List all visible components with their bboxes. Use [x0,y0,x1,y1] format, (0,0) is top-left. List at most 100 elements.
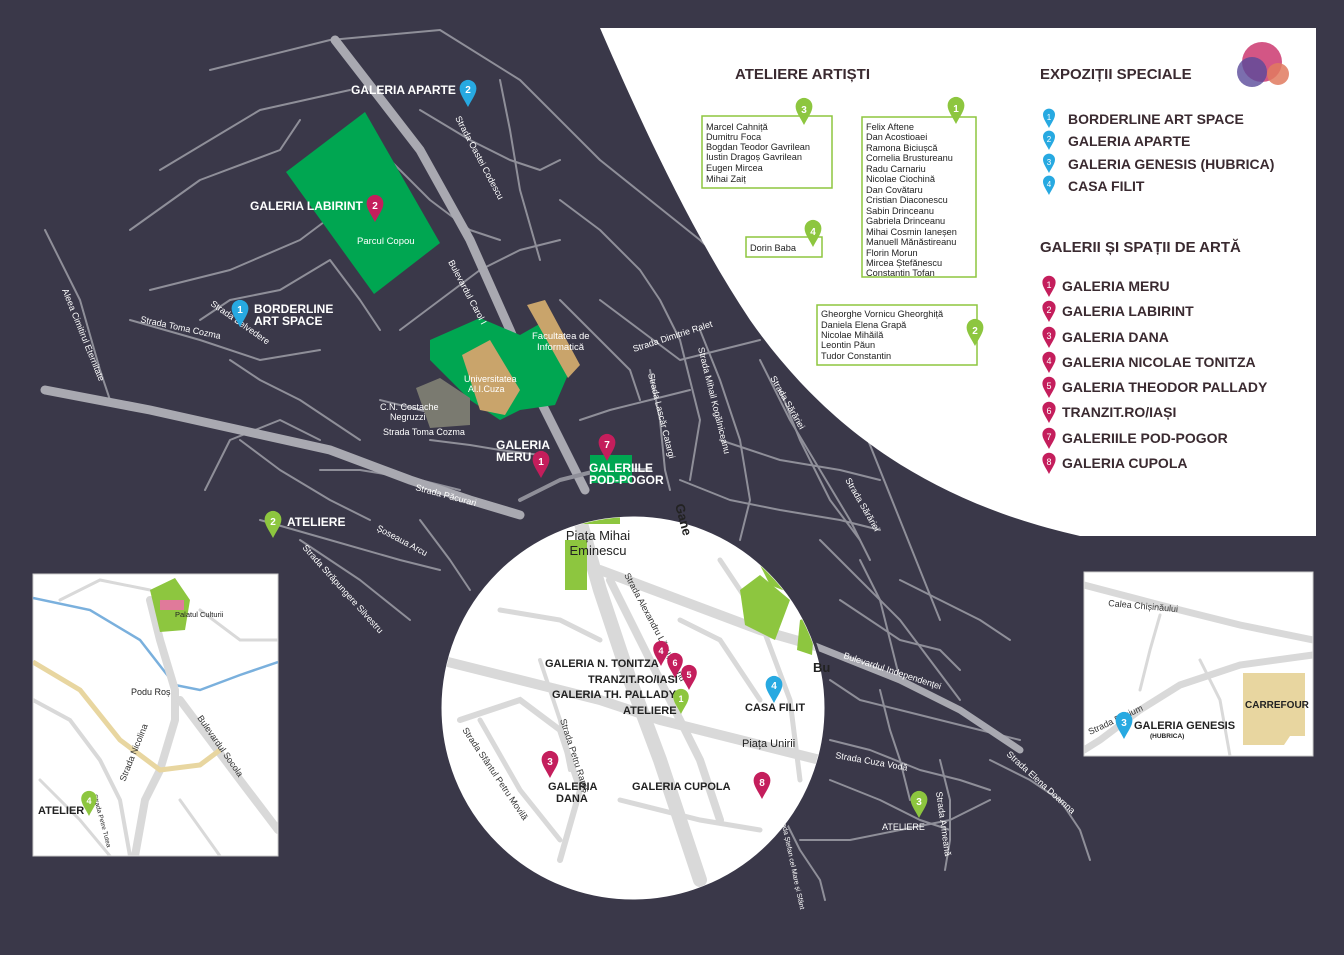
svg-text:GALERIA LABIRINT: GALERIA LABIRINT [250,199,364,213]
gallery-item[interactable]: 8 GALERIA CUPOLA [1042,452,1187,474]
marker-ateliere-2[interactable]: 2 ATELIERE [264,510,346,538]
svg-text:6: 6 [672,658,677,668]
special-item[interactable]: 1 BORDERLINE ART SPACE [1043,108,1244,128]
marker-galeria-aparte[interactable]: GALERIA APARTE 2 [351,79,477,107]
galleries-title: GALERII ȘI SPAȚII DE ARTĂ [1040,239,1241,256]
marker-atelier-4[interactable]: ATELIER 4 [38,790,97,817]
svg-text:8: 8 [1046,457,1051,467]
gallery-item[interactable]: 4 GALERIA NICOLAE TONITZA [1042,351,1256,373]
marker-galeria-cupola[interactable]: GALERIA CUPOLA 8 [632,771,771,799]
svg-text:GALERIILE: GALERIILE [589,461,653,475]
festival-logo-icon [1237,42,1289,87]
svg-text:Dan Acostioaei: Dan Acostioaei [866,132,927,142]
svg-text:Iustin Dragoș Gavrilean: Iustin Dragoș Gavrilean [706,152,802,162]
special-item-label: BORDERLINE ART SPACE [1068,111,1244,127]
svg-text:Mihai Cosmin Ianeșen: Mihai Cosmin Ianeșen [866,227,957,237]
svg-text:ART SPACE: ART SPACE [254,314,322,328]
studio-box-3: 3 Marcel Cahniță Dumitru Foca Bogdan Teo… [701,97,833,189]
inset-map-genesis: Calea Chișinăului Strada Bucium CARREFOU… [1083,571,1314,757]
svg-text:Manuell Mănăstireanu: Manuell Mănăstireanu [866,237,956,247]
svg-text:GALERIA: GALERIA [496,438,550,452]
svg-text:ATELIER: ATELIER [38,805,84,817]
marker-galeria-dana[interactable]: 3 GALERIA DANA [541,750,598,805]
svg-text:1: 1 [1046,280,1051,290]
marker-borderline[interactable]: 1 BORDERLINE ART SPACE [231,299,334,328]
cn-negruzzi-building [416,378,470,428]
svg-text:1: 1 [1047,113,1052,122]
svg-text:2: 2 [270,517,276,528]
piata-mihai-eminescu-label-2: Eminescu [569,543,626,558]
parcul-copou-label: Parcul Copou [357,236,415,247]
svg-text:GALERIA: GALERIA [548,781,598,793]
university-label: Universitatea [464,374,517,384]
svg-text:CASA FILIT: CASA FILIT [745,702,805,714]
gallery-item-label: GALERIA NICOLAE TONITZA [1062,354,1256,370]
svg-text:Florin Morun: Florin Morun [866,248,918,258]
faculty-label: Facultatea de [532,331,590,342]
svg-text:Dorin Baba: Dorin Baba [750,243,797,253]
svg-text:4: 4 [1046,356,1051,366]
svg-text:Constantin Tofan: Constantin Tofan [866,268,935,278]
special-item[interactable]: 4 CASA FILIT [1043,175,1145,195]
svg-text:Eugen Mircea: Eugen Mircea [706,163,764,173]
svg-text:3: 3 [1121,718,1127,729]
gallery-item-label: GALERIA LABIRINT [1062,303,1194,319]
svg-text:2: 2 [465,85,471,96]
svg-text:4: 4 [771,681,777,692]
marker-galeria-meru[interactable]: GALERIA MERU 1 [496,438,550,478]
marker-ateliere-3[interactable]: 3 ATELIERE [882,790,928,832]
svg-text:Gheorghe Vornicu Gheorghiță: Gheorghe Vornicu Gheorghiță [821,309,944,319]
svg-text:Mihai Zaiț: Mihai Zaiț [706,174,746,184]
gallery-item-label: GALERIA MERU [1062,278,1170,294]
svg-text:MERU: MERU [496,450,531,464]
svg-text:Mircea Ștefănescu: Mircea Ștefănescu [866,258,942,268]
studio-box-1: 1 Felix Aftene Dan Acostioaei Ramona Bic… [861,96,977,278]
gallery-item-label: GALERIA THEODOR PALLADY [1062,379,1268,395]
gallery-item-label: GALERIA CUPOLA [1062,455,1187,471]
svg-text:ATELIERE: ATELIERE [623,705,677,717]
svg-text:Felix Aftene: Felix Aftene [866,122,914,132]
marker-galeria-genesis[interactable]: 3 GALERIA GENESIS (HUBRICA) [1115,711,1235,740]
svg-text:4: 4 [1047,180,1052,189]
svg-text:4: 4 [810,227,816,238]
faculty-building [527,300,580,378]
gallery-item[interactable]: 1 GALERIA MERU [1042,275,1170,297]
marker-galeria-labirint[interactable]: GALERIA LABIRINT 2 [250,194,384,222]
svg-text:Daniela Elena Grapă: Daniela Elena Grapă [821,320,907,330]
svg-text:3: 3 [916,797,922,808]
podu-ros-label: Podu Roș [131,687,171,697]
special-item-label: CASA FILIT [1068,178,1145,194]
svg-text:BORDERLINE: BORDERLINE [254,302,333,316]
artists-title: ATELIERE ARTIȘTI [735,66,870,83]
gallery-item-label: GALERIILE POD-POGOR [1062,430,1228,446]
special-item-label: GALERIA GENESIS (HUBRICA) [1068,156,1274,172]
road-network [40,29,1091,901]
svg-text:Cornelia Brustureanu: Cornelia Brustureanu [866,153,953,163]
svg-text:Ramona Biciușcă: Ramona Biciușcă [866,143,938,153]
svg-text:GALERIA GENESIS: GALERIA GENESIS [1134,720,1235,732]
svg-text:8: 8 [759,778,765,789]
svg-text:DANA: DANA [556,793,588,805]
svg-text:GALERIA TH. PALLADY: GALERIA TH. PALLADY [552,689,677,701]
cn-label-2: Negruzzi [390,412,426,422]
pod-pogor-park [590,455,632,483]
svg-text:Radu Carnariu: Radu Carnariu [866,164,926,174]
marker-pod-pogor[interactable]: 7 GALERIILE POD-POGOR [589,433,664,487]
marker-casa-filit[interactable]: 4 CASA FILIT [745,675,805,714]
parcul-copou-area [286,112,440,294]
center-zoom-inset: Piața Mihai Eminescu Gane Strada Alexand… [438,502,830,910]
piata-unirii-label: Piața Unirii [742,738,795,750]
svg-text:Marcel Cahniță: Marcel Cahniță [706,122,769,132]
svg-text:4: 4 [86,796,91,806]
marker-tonitza-tranzit-pallady[interactable]: GALERIA N. TONITZA TRANZIT.RO/IASI GALER… [545,640,697,717]
